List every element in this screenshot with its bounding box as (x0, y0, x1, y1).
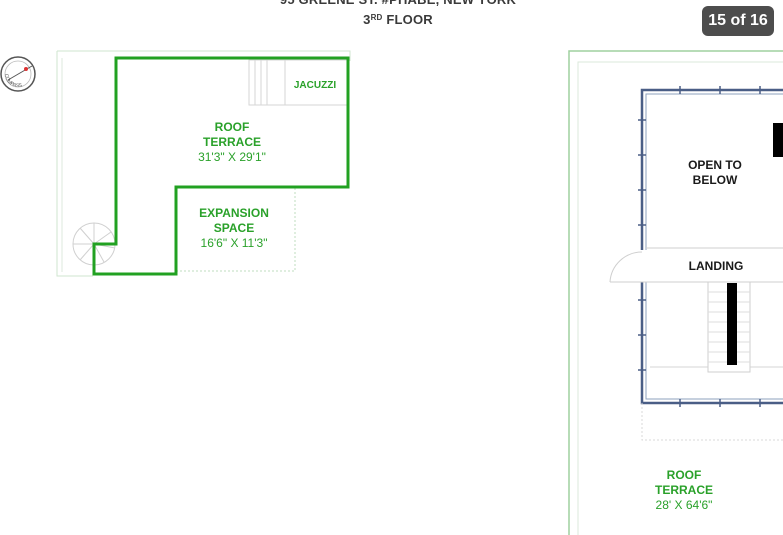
roof-terrace-label-line2: TERRACE (203, 135, 261, 149)
floor-title: 3RD FLOOR (270, 9, 526, 29)
open-to-below-label-line1: OPEN TO (688, 158, 742, 172)
jacuzzi-label: JACUZZI (294, 80, 336, 91)
floor-number: 3 (363, 12, 371, 27)
roof-terrace-outline (92, 56, 350, 276)
page-header: 95 GREENE ST. #PHABE, NEW YORK 3RD FLOOR (270, 0, 526, 29)
wall-fixture (773, 123, 783, 157)
floor-suffix: RD (370, 13, 383, 22)
listing-address: 95 GREENE ST. #PHABE, NEW YORK (270, 0, 526, 9)
expansion-space-dimensions: 16'6" X 11'3" (201, 236, 268, 250)
roof-terrace-dimensions: 31'3" X 29'1" (198, 150, 266, 164)
lower-roof-terrace-dimensions: 28' X 64'6" (656, 498, 713, 512)
image-counter-badge: 15 of 16 (702, 6, 774, 36)
expansion-space-label-line2: SPACE (214, 221, 254, 235)
door-swing (609, 251, 643, 283)
staircase (707, 281, 751, 373)
expansion-space-label-line1: EXPANSION (199, 206, 269, 220)
open-to-below-label-line2: BELOW (693, 173, 738, 187)
left-floor-plan: JACUZZI ROOF TERRACE 31'3" X 29'1" EXPAN… (56, 50, 351, 277)
floor-word: FLOOR (386, 12, 433, 27)
compass-logo: COMPASS (0, 56, 36, 92)
right-floor-plan: OPEN TO BELOW LANDING ROOF TERRACE 28' X… (568, 50, 783, 535)
lower-roof-terrace-label-line2: TERRACE (655, 483, 713, 497)
lower-roof-terrace-label-line1: ROOF (667, 468, 702, 482)
roof-terrace-label-line1: ROOF (215, 120, 250, 134)
landing-label: LANDING (689, 259, 744, 273)
